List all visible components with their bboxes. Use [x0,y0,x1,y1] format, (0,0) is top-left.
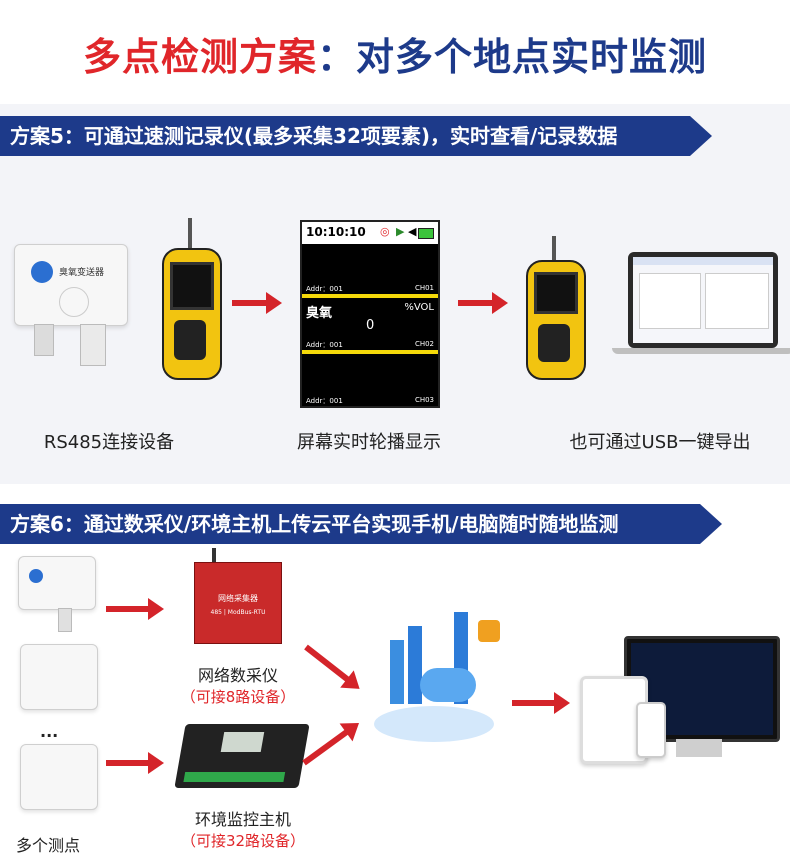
host-note: （可接32路设备） [180,832,306,850]
alarm-icon: ◎ [380,225,390,238]
network-collector: 网络采集器 485 | ModBus-RTU [194,562,282,644]
title-red: 多点检测方案 [82,35,317,79]
bar-icon [390,640,404,704]
host-label: 环境监控主机 [194,810,291,829]
window-titlebar [633,257,773,265]
antenna-icon [552,236,556,262]
divider [302,294,438,298]
cloud-icon [420,668,476,702]
arrow-right-icon [512,692,570,714]
divider [302,350,438,354]
plan5-banner: 方案5：可通过速测记录仪(最多采集32项要素)，实时查看/记录数据 [0,116,712,156]
environment-host [174,724,310,788]
laptop [628,252,778,348]
more-dots: ... [40,722,59,741]
status-bar: 10:10:10 ◎ ▶ ◀ [302,222,438,244]
row2-ch: CH02 [414,340,434,348]
arrow-right-icon [106,752,164,774]
collector-note: （可接8路设备） [180,688,296,706]
realtime-display: 10:10:10 ◎ ▶ ◀ Addr：001 CH01 臭氧 %VOL 0 A… [300,220,440,408]
arrow-right-icon [232,292,282,314]
phone [636,702,666,758]
keypad-icon [174,320,206,360]
battery-icon [418,228,434,239]
sensor-label: 臭氧变送器 [59,268,105,278]
handheld-recorder [162,248,222,380]
row3-ch: CH03 [414,396,434,404]
brand-logo-icon [31,261,53,283]
gas-unit: %VOL [404,302,434,313]
recorder-screen [534,272,578,314]
cable-gland-icon [34,324,54,356]
antenna-icon [188,218,192,250]
row1-addr: Addr：001 [306,285,343,293]
bar-icon [408,626,422,704]
laptop-screen [633,257,773,343]
host-lcd [220,732,265,752]
handheld-recorder [526,260,586,380]
sensor-box [20,644,98,710]
title-blue: ：对多个地点实时监测 [317,35,708,79]
gas-name: 臭氧 [306,306,333,321]
ozone-sensor-box [18,556,96,610]
sensor-port-icon [59,287,89,317]
row1-ch: CH01 [414,284,434,292]
probe-icon [80,324,106,366]
collector-title: 网络采集器 [218,594,258,603]
arrow-right-icon [458,292,508,314]
gas-value: 0 [366,318,375,333]
keypad-icon [538,324,570,362]
monitor-stand [676,739,722,757]
recorder-screen [170,262,214,310]
speaker-icon: ◀ [408,225,417,238]
platform-base [374,706,494,742]
row2-addr: Addr：001 [306,341,343,349]
caption-rs485: RS485连接设备 [43,432,175,453]
arrow-right-icon [106,598,164,620]
caption-display: 屏幕实时轮播显示 [297,432,441,453]
ozone-sensor-box: 臭氧变送器 [14,244,128,326]
software-panel [639,273,701,329]
play-icon: ▶ [396,225,405,238]
collector-sub: 485 | ModBus-RTU [210,609,266,616]
laptop-base [612,348,790,354]
wifi-icon [478,620,500,642]
software-panel [705,273,769,329]
collector-label: 网络数采仪 [197,666,278,685]
probe-icon [58,608,72,632]
sensor-box [20,744,98,810]
plan6-banner: 方案6：通过数采仪/环境主机上传云平台实现手机/电脑随时随地监测 [0,504,722,544]
clock-text: 10:10:10 [306,225,366,239]
points-label: 多个测点 [16,836,81,855]
brand-logo-icon [29,569,43,583]
page-title: 多点检测方案：对多个地点实时监测 [0,26,790,81]
terminal-block [183,772,286,782]
row3-addr: Addr：001 [306,397,343,405]
antenna-icon [212,548,216,566]
caption-usb: 也可通过USB一键导出 [569,432,751,453]
